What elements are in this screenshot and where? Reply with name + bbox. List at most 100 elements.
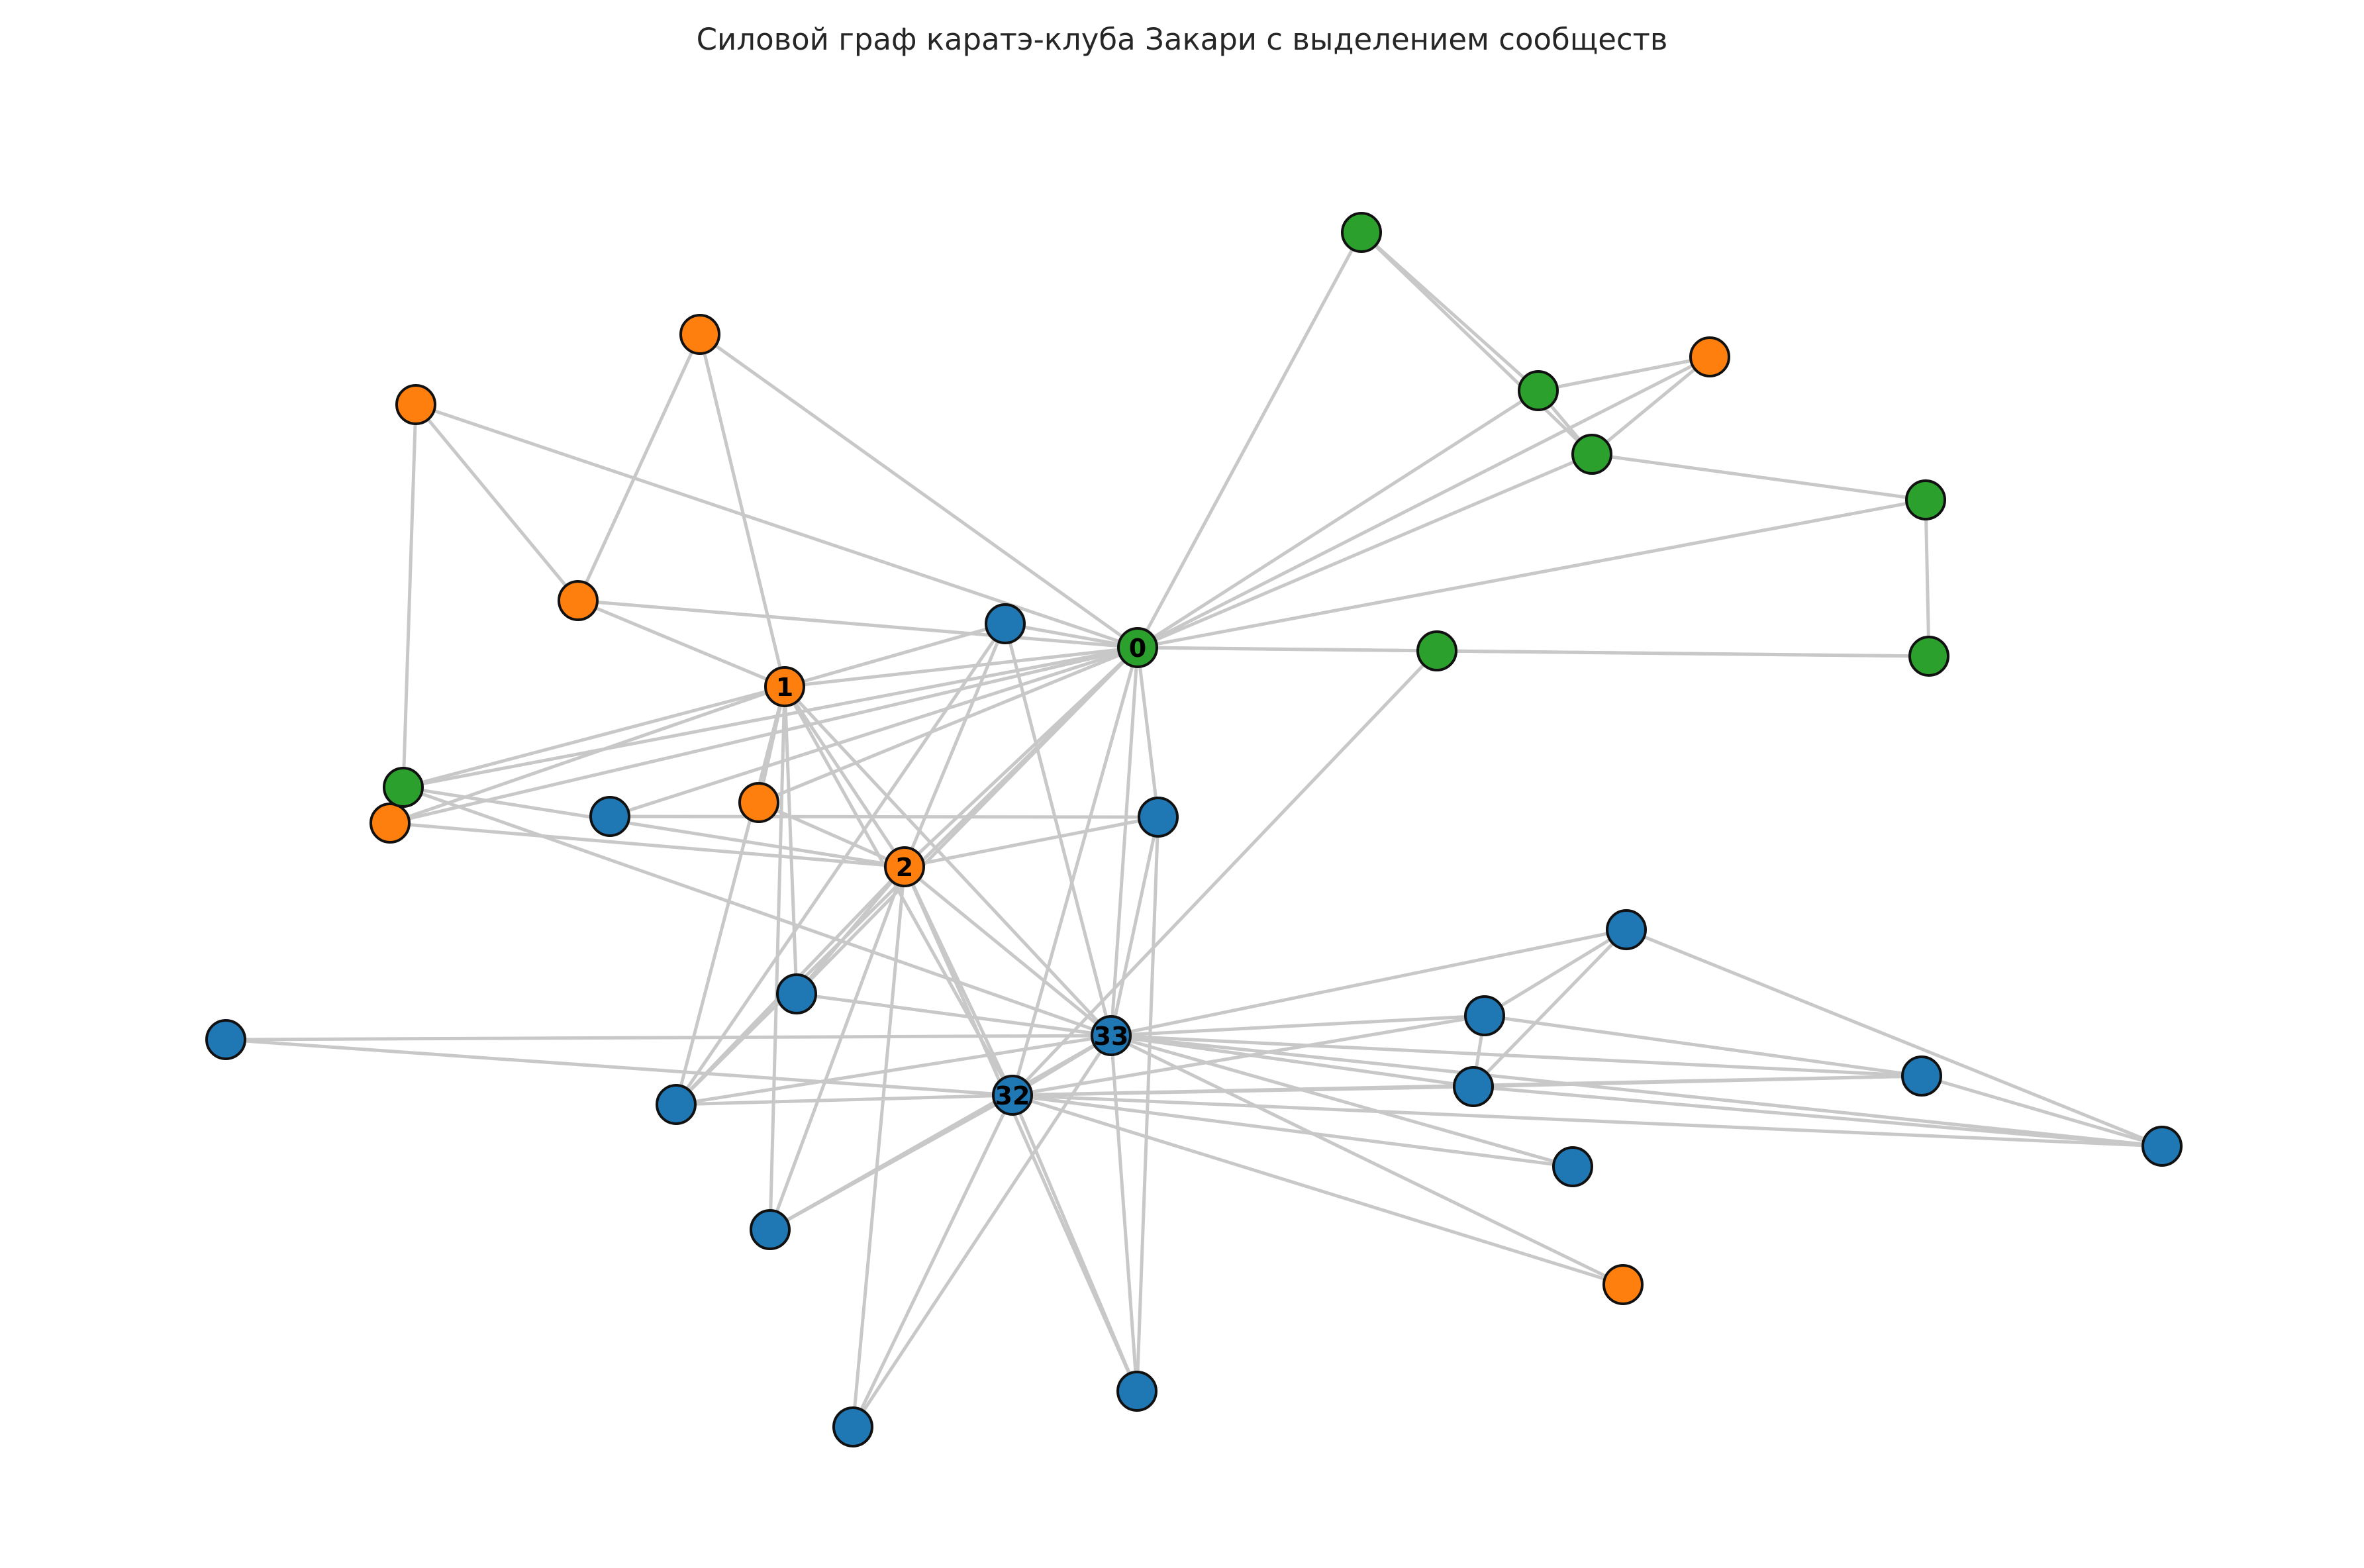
graph-node[interactable] (558, 580, 599, 621)
graph-edge (225, 1038, 1013, 1097)
node-circle[interactable] (1138, 797, 1179, 838)
graph-edge (1010, 647, 1140, 1096)
node-circle[interactable] (2142, 1126, 2183, 1167)
graph-edge (609, 646, 1138, 818)
graph-node[interactable] (395, 384, 436, 425)
edges-layer (225, 231, 2163, 1428)
graph-node[interactable] (1602, 1264, 1644, 1305)
node-circle[interactable] (750, 1209, 791, 1250)
graph-node[interactable] (1689, 336, 1730, 377)
node-circle[interactable] (1117, 627, 1158, 668)
graph-node[interactable] (205, 1019, 246, 1060)
page-title: Силовой граф каратэ-клуба Закари с выдел… (696, 22, 1668, 57)
graph-node-1[interactable]: 1 (764, 666, 805, 707)
node-circle[interactable] (679, 314, 720, 355)
graph-node-2[interactable]: 2 (884, 846, 925, 887)
graph-node[interactable] (1606, 909, 1647, 950)
node-circle[interactable] (558, 580, 599, 621)
graph-edge (699, 332, 1139, 650)
graph-node-32[interactable]: 32 (992, 1075, 1033, 1116)
node-circle[interactable] (1518, 370, 1559, 411)
node-circle[interactable] (738, 782, 779, 823)
graph-edge (1484, 1014, 1922, 1078)
graph-edge (1110, 1034, 1474, 1089)
node-circle[interactable] (395, 384, 436, 425)
graph-node[interactable] (1518, 370, 1559, 411)
graph-node[interactable] (1138, 797, 1179, 838)
graph-node[interactable] (1341, 212, 1382, 253)
graph-node[interactable] (750, 1209, 791, 1250)
graph-node[interactable] (589, 796, 630, 837)
graph-edge (577, 599, 785, 689)
graph-node[interactable] (369, 803, 411, 844)
node-circle[interactable] (1453, 1066, 1494, 1107)
graph-node[interactable] (656, 1084, 697, 1125)
graph-node[interactable] (1901, 1055, 1942, 1097)
graph-node[interactable] (1116, 1371, 1157, 1412)
graph-node[interactable] (1908, 636, 1949, 677)
graph-edge (783, 685, 907, 868)
graph-edge (758, 646, 1138, 805)
node-circle[interactable] (383, 767, 424, 808)
node-circle[interactable] (1689, 336, 1730, 377)
node-circle[interactable] (1571, 434, 1612, 475)
graph-edge (758, 801, 906, 869)
graph-edge (1473, 1085, 2163, 1148)
graph-node[interactable] (383, 767, 424, 808)
graph-edge (1591, 356, 1711, 456)
graph-edge (401, 404, 418, 788)
graph-edge (1110, 1034, 1573, 1169)
node-circle[interactable] (1606, 909, 1647, 950)
graph-node[interactable] (1464, 995, 1505, 1036)
node-circle[interactable] (764, 666, 805, 707)
graph-edge (1591, 452, 1926, 502)
node-circle[interactable] (992, 1075, 1033, 1116)
graph-edge (1436, 649, 1930, 658)
graph-edge (903, 865, 1112, 1037)
node-circle[interactable] (1341, 212, 1382, 253)
graph-edge (1135, 816, 1160, 1392)
graph-node-33[interactable]: 33 (1091, 1015, 1132, 1056)
node-circle[interactable] (656, 1084, 697, 1125)
graph-node[interactable] (1453, 1066, 1494, 1107)
node-circle[interactable] (832, 1406, 873, 1447)
graph-edge (1109, 647, 1140, 1036)
node-circle[interactable] (1552, 1146, 1593, 1187)
node-circle[interactable] (985, 603, 1026, 644)
node-circle[interactable] (589, 796, 630, 837)
graph-node[interactable] (1416, 630, 1457, 671)
node-circle[interactable] (776, 973, 817, 1014)
graph-edge (415, 403, 1138, 650)
graph-node[interactable] (2142, 1126, 2183, 1167)
graph-edge (1136, 647, 1160, 818)
graph-node[interactable] (1571, 434, 1612, 475)
graph-edge (674, 686, 787, 1105)
node-circle[interactable] (205, 1019, 246, 1060)
node-circle[interactable] (1116, 1371, 1157, 1412)
graph-node[interactable] (985, 603, 1026, 644)
graph-edge (784, 622, 1006, 689)
graph-node[interactable] (776, 973, 817, 1014)
graph-node[interactable] (1905, 479, 1946, 520)
node-circle[interactable] (1602, 1264, 1644, 1305)
graph-node[interactable] (1552, 1146, 1593, 1187)
graph-edge (1109, 816, 1160, 1036)
graph-node[interactable] (738, 782, 779, 823)
node-circle[interactable] (884, 846, 925, 887)
node-circle[interactable] (1464, 995, 1505, 1036)
graph-edge (1921, 1074, 2163, 1148)
node-circle[interactable] (1091, 1015, 1132, 1056)
graph-node[interactable] (832, 1406, 873, 1447)
node-circle[interactable] (369, 803, 411, 844)
graph-node-0[interactable]: 0 (1117, 627, 1158, 668)
graph-edge (1626, 928, 2163, 1148)
graph-edge (403, 785, 1112, 1038)
graph-edge (1110, 1014, 1485, 1038)
graph-edge (1136, 389, 1540, 650)
node-circle[interactable] (1905, 479, 1946, 520)
node-circle[interactable] (1416, 630, 1457, 671)
graph-node[interactable] (679, 314, 720, 355)
node-circle[interactable] (1901, 1055, 1942, 1097)
node-circle[interactable] (1908, 636, 1949, 677)
